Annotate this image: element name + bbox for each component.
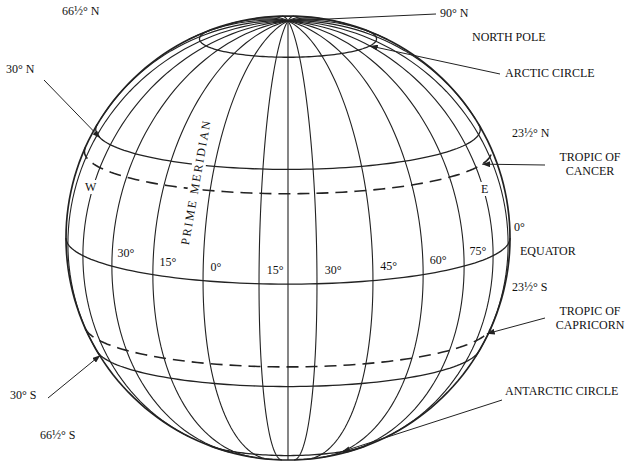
- latitude-label: 23½° N: [512, 126, 549, 140]
- hemisphere-letter: E: [480, 182, 489, 196]
- degree-label: 0°: [209, 260, 222, 274]
- latitude-label: 90° N: [440, 6, 468, 20]
- latitude-label: 66½° N: [62, 4, 99, 18]
- leader-line: [370, 46, 500, 74]
- circle-name: EQUATOR: [520, 244, 576, 258]
- degree-label: 15°: [159, 255, 178, 269]
- meridian-line: [153, 21, 288, 457]
- degree-label: 60°: [429, 253, 448, 267]
- leader-line: [44, 80, 100, 138]
- circle-name: TROPIC OF CAPRICORN: [548, 304, 632, 332]
- meridian-line: [288, 21, 508, 357]
- meridian-line: [288, 21, 317, 460]
- leader-line: [482, 164, 545, 166]
- degree-label: 75°: [469, 244, 488, 258]
- meridian-name: PRIME MERIDIAN: [178, 117, 214, 247]
- circle-name: ANTARCTIC CIRCLE: [505, 384, 618, 398]
- pole-name: NORTH POLE: [472, 30, 546, 44]
- meridian-line: [203, 21, 288, 459]
- globe-ground: [66, 16, 510, 460]
- meridian-line: [259, 21, 288, 460]
- meridian-line: [288, 21, 464, 452]
- leader-line: [48, 355, 100, 398]
- degree-label: 30°: [324, 263, 343, 277]
- hemisphere-letter: W: [84, 180, 97, 194]
- meridian-line: [68, 21, 288, 357]
- degree-label: 45°: [379, 259, 398, 273]
- axis-line: [287, 21, 288, 460]
- meridian-line: [100, 21, 288, 119]
- degree-label: 15°: [266, 263, 285, 277]
- latitude-label: 30° S: [10, 388, 36, 402]
- latitude-label: 23½° S: [512, 280, 547, 294]
- degree-label: 0°: [514, 220, 525, 234]
- leader-line: [288, 14, 436, 21]
- leader-lines: [44, 14, 545, 452]
- circle-name: TROPIC OF CANCER: [548, 150, 632, 178]
- meridian-line: [288, 21, 423, 457]
- leader-line: [342, 400, 502, 452]
- globe-outline: [66, 16, 510, 460]
- globe: [66, 16, 510, 460]
- degree-label: 30°: [117, 246, 136, 260]
- meridian-line: [288, 21, 476, 119]
- circle-name: ARCTIC CIRCLE: [505, 66, 595, 80]
- meridian-line: [288, 20, 388, 39]
- meridian-line: [288, 21, 373, 459]
- latitude-label: 66½° S: [40, 428, 75, 442]
- leader-line: [487, 318, 545, 334]
- latitude-label: 30° N: [6, 62, 34, 76]
- meridian-line: [112, 21, 288, 452]
